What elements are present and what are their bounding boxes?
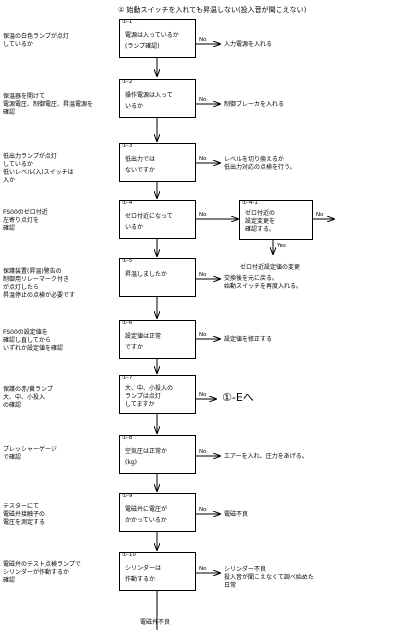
- box-id: ①-8: [122, 435, 133, 441]
- no-label: No: [199, 566, 207, 572]
- no-label: No: [316, 212, 324, 218]
- box-question: 操作電源は入って いるか: [125, 92, 173, 110]
- left-note-7: 保護の赤/黄ランプ 大、中、小投入 の確認: [3, 386, 53, 409]
- left-note-4: FS00のゼロ付近 左寄り点灯を 確認: [3, 209, 48, 232]
- right-note-10: シリンダー不良 投入音が聞こえなくて調べ始めた 日常: [224, 566, 314, 589]
- side-box-zero-adjust: ①-4-1 ゼロ付近の 設定変更を 確認する。: [239, 200, 313, 240]
- left-note-3: 低出力ランプが点灯 しているか 低いレベル(入)スイッチは 入か: [3, 153, 74, 184]
- box-id: ①-10: [122, 552, 136, 558]
- left-note-9: テスターにて 電磁弁接触子の 電圧を測定する: [3, 503, 46, 526]
- no-label: No: [199, 507, 207, 513]
- no-label: No: [199, 156, 207, 162]
- no-label: No: [199, 212, 207, 218]
- right-note-5: 交換後を元に戻る。 始動スイッチを再度入れる。: [224, 275, 303, 290]
- decision-box-5: ①-5 昇温しましたか: [119, 258, 196, 297]
- right-note-2: 制御ブレーカを入れる: [224, 101, 285, 108]
- box-id: ①-4-1: [242, 200, 258, 206]
- decision-box-1: ①-1 電源は入っているか (ランプ確認): [119, 19, 196, 58]
- box-id: ①-9: [122, 493, 133, 499]
- box-id: ①-7: [122, 375, 133, 381]
- right-note-8: エアーを入れ、圧力をあげる。: [224, 453, 308, 460]
- final-outcome-label: 電磁弁不良: [140, 619, 171, 626]
- box-id: ①-3: [122, 143, 133, 149]
- left-note-5: 保護装置(昇温)警告の 制御用リレーマーク付き が点灯したら 昇温停止の点検が必…: [3, 268, 76, 299]
- box-question: 昇温しましたか: [125, 271, 168, 278]
- decision-box-8: ①-8 空気圧は正常か (kg): [119, 435, 196, 474]
- box-question: 大、中、小投入の ランプは点灯 してますか: [125, 385, 174, 408]
- box-id: ①-5: [122, 258, 133, 264]
- decision-box-2: ①-2 操作電源は入って いるか: [119, 79, 196, 118]
- flowchart-title: ① 始動スイッチを入れても昇温しない(投入音が聞こえない): [118, 6, 307, 14]
- decision-box-7: ①-7 大、中、小投入の ランプは点灯 してますか: [119, 375, 196, 414]
- left-note-6: FS00の設定値を 確認し直してから いずれか設定値を確認: [3, 329, 64, 352]
- box-id: ①-2: [122, 79, 133, 85]
- right-note-6: 設定値を修正する: [224, 336, 273, 343]
- decision-box-9: ①-9 電磁弁に電圧が かかっているか: [119, 493, 196, 532]
- left-note-10: 電磁弁のテスト点検ランプで シリンダーが作動するか 確認: [3, 561, 81, 584]
- left-note-2: 保温器を開けて 電源電圧、制御電圧、昇温電源を 確認: [3, 93, 94, 116]
- right-note-1: 入力電源を入れる: [224, 41, 273, 48]
- box-question: 電源は入っているか (ランプ確認): [125, 32, 179, 50]
- box-question: ゼロ付近の 設定変更を 確認する。: [245, 210, 276, 233]
- no-label: No: [199, 37, 207, 43]
- box-question: シリンダーは 作動するか: [125, 565, 162, 583]
- yes-label: Yes: [277, 243, 286, 249]
- side-box-result-label: ゼロ付近設定値の変更: [240, 264, 301, 271]
- no-label: No: [199, 272, 207, 278]
- right-note-9: 電磁不良: [224, 511, 249, 518]
- decision-box-4: ①-4 ゼロ付近になって いるか: [119, 200, 196, 239]
- box-id: ①-6: [122, 320, 133, 326]
- box-question: 低出力では ないですか: [125, 156, 156, 174]
- box-id: ①-4: [122, 200, 133, 206]
- no-label: No: [199, 392, 207, 398]
- box-id: ①-1: [122, 19, 133, 25]
- box-question: 設定値は正常 ですか: [125, 333, 162, 351]
- reference-link-label: ①-Eへ: [222, 391, 254, 404]
- box-question: ゼロ付近になって いるか: [125, 213, 173, 231]
- box-question: 空気圧は正常か (kg): [125, 448, 168, 466]
- decision-box-6: ①-6 設定値は正常 ですか: [119, 320, 196, 359]
- no-label: No: [199, 332, 207, 338]
- right-note-3: レベルを切り換えるか 低出力対応の点検を行う。: [224, 156, 296, 171]
- decision-box-10: ①-10 シリンダーは 作動するか: [119, 552, 196, 591]
- decision-box-3: ①-3 低出力では ないですか: [119, 143, 196, 182]
- no-label: No: [199, 97, 207, 103]
- box-question: 電磁弁に電圧が かかっているか: [125, 506, 168, 524]
- left-note-1: 保温の白色ランプが点灯 しているか: [3, 33, 69, 48]
- left-note-8: プレッシャーゲージ で確認: [3, 446, 57, 461]
- no-label: No: [199, 449, 207, 455]
